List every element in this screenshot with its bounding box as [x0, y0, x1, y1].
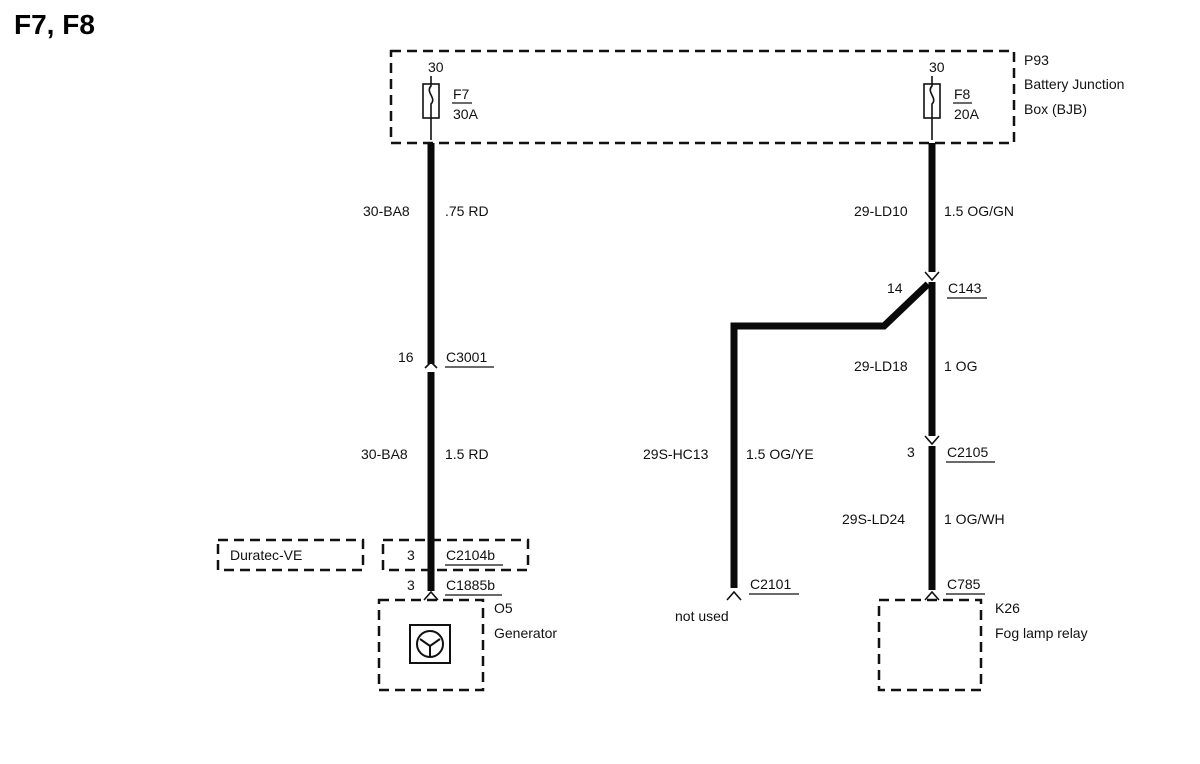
battery-junction-box [389, 49, 1016, 145]
c2105-name: C2105 [947, 444, 988, 460]
right-wire3-circuit: 29S-LD24 [842, 511, 905, 527]
c2101-name: C2101 [750, 576, 791, 592]
c2104b-name: C2104b [446, 547, 495, 563]
right-wire2-circuit: 29-LD18 [854, 358, 908, 374]
c2105-pin: 3 [907, 444, 915, 460]
diagram-title: F7, F8 [14, 9, 95, 40]
left-wire1-spec: .75 RD [445, 203, 489, 219]
bjb-ref: P93 [1024, 52, 1049, 68]
fuse-f7-pin: 30 [428, 59, 444, 75]
variant-label: Duratec-VE [230, 547, 302, 563]
fuse-f8: 30 F8 20A [923, 59, 980, 140]
fuse-f7-element [428, 76, 434, 140]
c2104b-pin: 3 [407, 547, 415, 563]
right-wire2-spec: 1 OG [944, 358, 977, 374]
left-wire1-circuit: 30-BA8 [363, 203, 410, 219]
middle-wire-spec: 1.5 OG/YE [746, 446, 814, 462]
generator-box [377, 598, 485, 692]
not-used-note: not used [675, 608, 729, 624]
fuse-f8-pin: 30 [929, 59, 945, 75]
left-wire2-circuit: 30-BA8 [361, 446, 408, 462]
fuse-f8-id: F8 [954, 86, 971, 102]
connector-c2105: 3 C2105 [907, 435, 995, 463]
relay-name: Fog lamp relay [995, 625, 1088, 641]
fog-lamp-relay-box [877, 598, 983, 692]
fuse-f8-rating: 20A [954, 106, 980, 122]
c143-name: C143 [948, 280, 982, 296]
generator-name: Generator [494, 625, 557, 641]
c3001-name: C3001 [446, 349, 487, 365]
c1885b-pin: 3 [407, 577, 415, 593]
connector-c785: C785 [924, 576, 985, 601]
right-wire3-spec: 1 OG/WH [944, 511, 1005, 527]
bjb-name-line2: Box (BJB) [1024, 101, 1087, 117]
connector-c2104b-box [381, 538, 530, 572]
connector-c1885b: 3 C1885b [407, 577, 502, 601]
relay-ref: K26 [995, 600, 1020, 616]
c143-pin: 14 [887, 280, 903, 296]
c3001-pin: 16 [398, 349, 414, 365]
bjb-name-line1: Battery Junction [1024, 76, 1124, 92]
variant-box [216, 538, 365, 572]
left-wire2-spec: 1.5 RD [445, 446, 489, 462]
right-wire1-spec: 1.5 OG/GN [944, 203, 1014, 219]
fuse-f7: 30 F7 30A [422, 59, 479, 140]
c785-name: C785 [947, 576, 981, 592]
connector-c2101: C2101 [726, 576, 799, 601]
wire-29s-hc13 [730, 281, 931, 588]
right-wire1-circuit: 29-LD10 [854, 203, 908, 219]
generator-icon [409, 624, 451, 664]
fuse-f7-id: F7 [453, 86, 470, 102]
connector-c143: 14 C143 [887, 271, 987, 299]
middle-wire-circuit: 29S-HC13 [643, 446, 709, 462]
connector-c3001: 16 C3001 [398, 349, 494, 369]
fuse-f8-element [929, 76, 935, 140]
c1885b-name: C1885b [446, 577, 495, 593]
fuse-f7-rating: 30A [453, 106, 479, 122]
generator-ref: O5 [494, 600, 513, 616]
